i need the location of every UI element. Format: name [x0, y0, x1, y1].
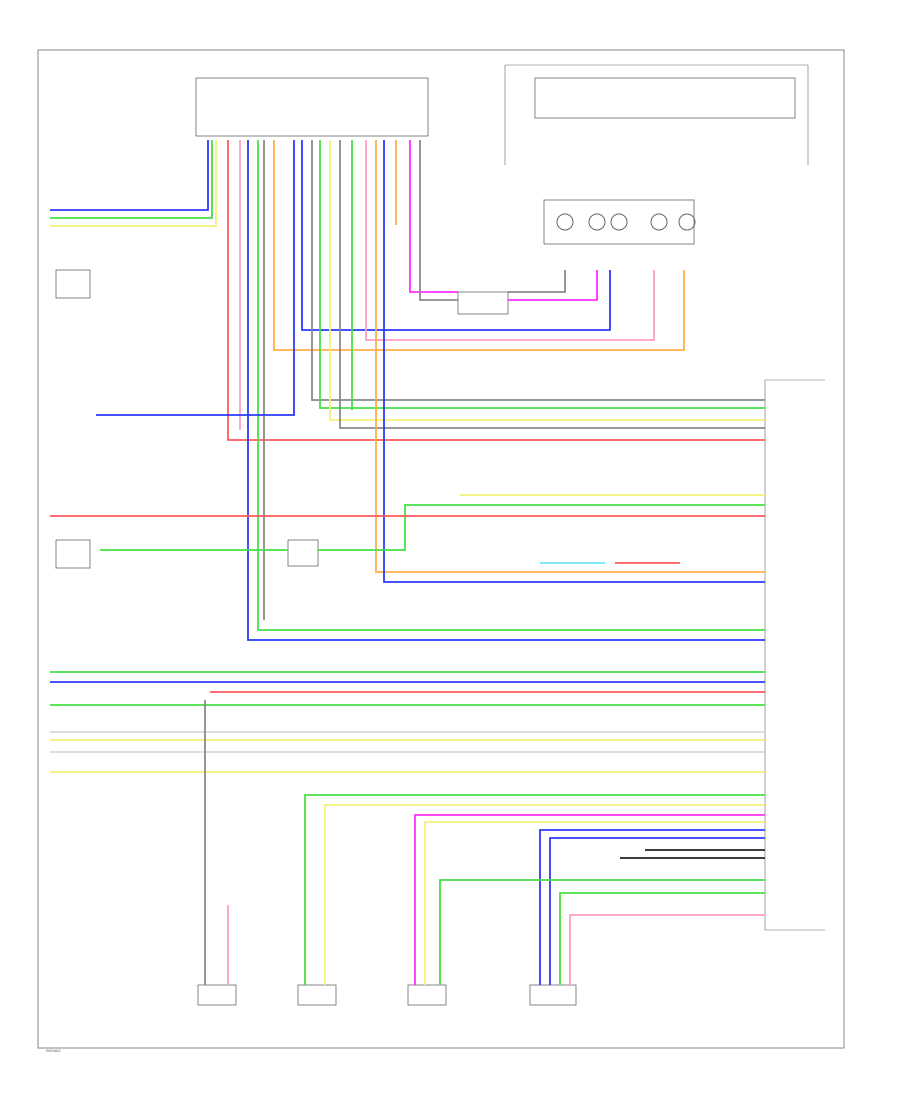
wire-blue-43	[549, 837, 765, 985]
speaker-front-right-door	[197, 984, 237, 1006]
speaker-front-right	[297, 984, 337, 1006]
middle-component	[287, 539, 319, 567]
wire-green-46	[559, 892, 765, 985]
wire-magenta-22	[508, 270, 598, 301]
wire-green-44	[439, 879, 765, 985]
wire-yellow-2	[50, 140, 217, 227]
wire-pink-45	[569, 914, 765, 985]
wire-blue-10	[301, 140, 611, 331]
diagram-frame	[37, 49, 845, 1049]
wire-yellow-39	[324, 804, 765, 985]
junction-pin-3	[610, 213, 628, 231]
left-component-1	[55, 269, 91, 299]
junction-pin-2	[588, 213, 606, 231]
wire-red-3	[227, 140, 765, 441]
junction-pin-4	[650, 213, 668, 231]
wire-gray-21	[419, 140, 458, 301]
junction-connector	[543, 199, 695, 245]
speaker-left	[407, 984, 447, 1006]
wire-gray-11	[311, 140, 765, 401]
speaker-woofer	[529, 984, 577, 1006]
wire-green-1	[50, 140, 213, 219]
wire-gray-14	[339, 140, 765, 429]
wire-yellow-13	[329, 140, 765, 421]
wire-gray-23	[508, 270, 566, 293]
splice-block	[457, 291, 509, 315]
wire-green-38	[304, 794, 765, 985]
wire-green-6	[257, 140, 765, 631]
right-main-module	[764, 379, 825, 931]
wire-blue-0	[50, 140, 209, 211]
top-module-connector	[195, 77, 429, 137]
wire-yellow-41	[424, 821, 765, 985]
wire-pink-16	[365, 140, 655, 341]
page-mark: W/DIAG	[46, 1048, 61, 1053]
wire-blue-9	[96, 140, 295, 416]
wire-orange-8	[273, 140, 685, 351]
wire-magenta-20	[409, 140, 458, 293]
switch-contacts-block	[534, 77, 796, 119]
wire-blue-42	[539, 829, 765, 985]
wire-orange-17	[375, 140, 765, 573]
wire-group-top	[50, 140, 765, 985]
wire-green-25	[318, 504, 765, 551]
left-component-2	[55, 539, 91, 569]
wire-blue-18	[383, 140, 765, 583]
junction-pin-5	[678, 213, 696, 231]
junction-pin-1	[556, 213, 574, 231]
audio-switch-module	[504, 64, 809, 165]
wire-blue-5	[247, 140, 765, 641]
wire-magenta-40	[414, 814, 765, 985]
wire-green-12	[319, 140, 765, 409]
